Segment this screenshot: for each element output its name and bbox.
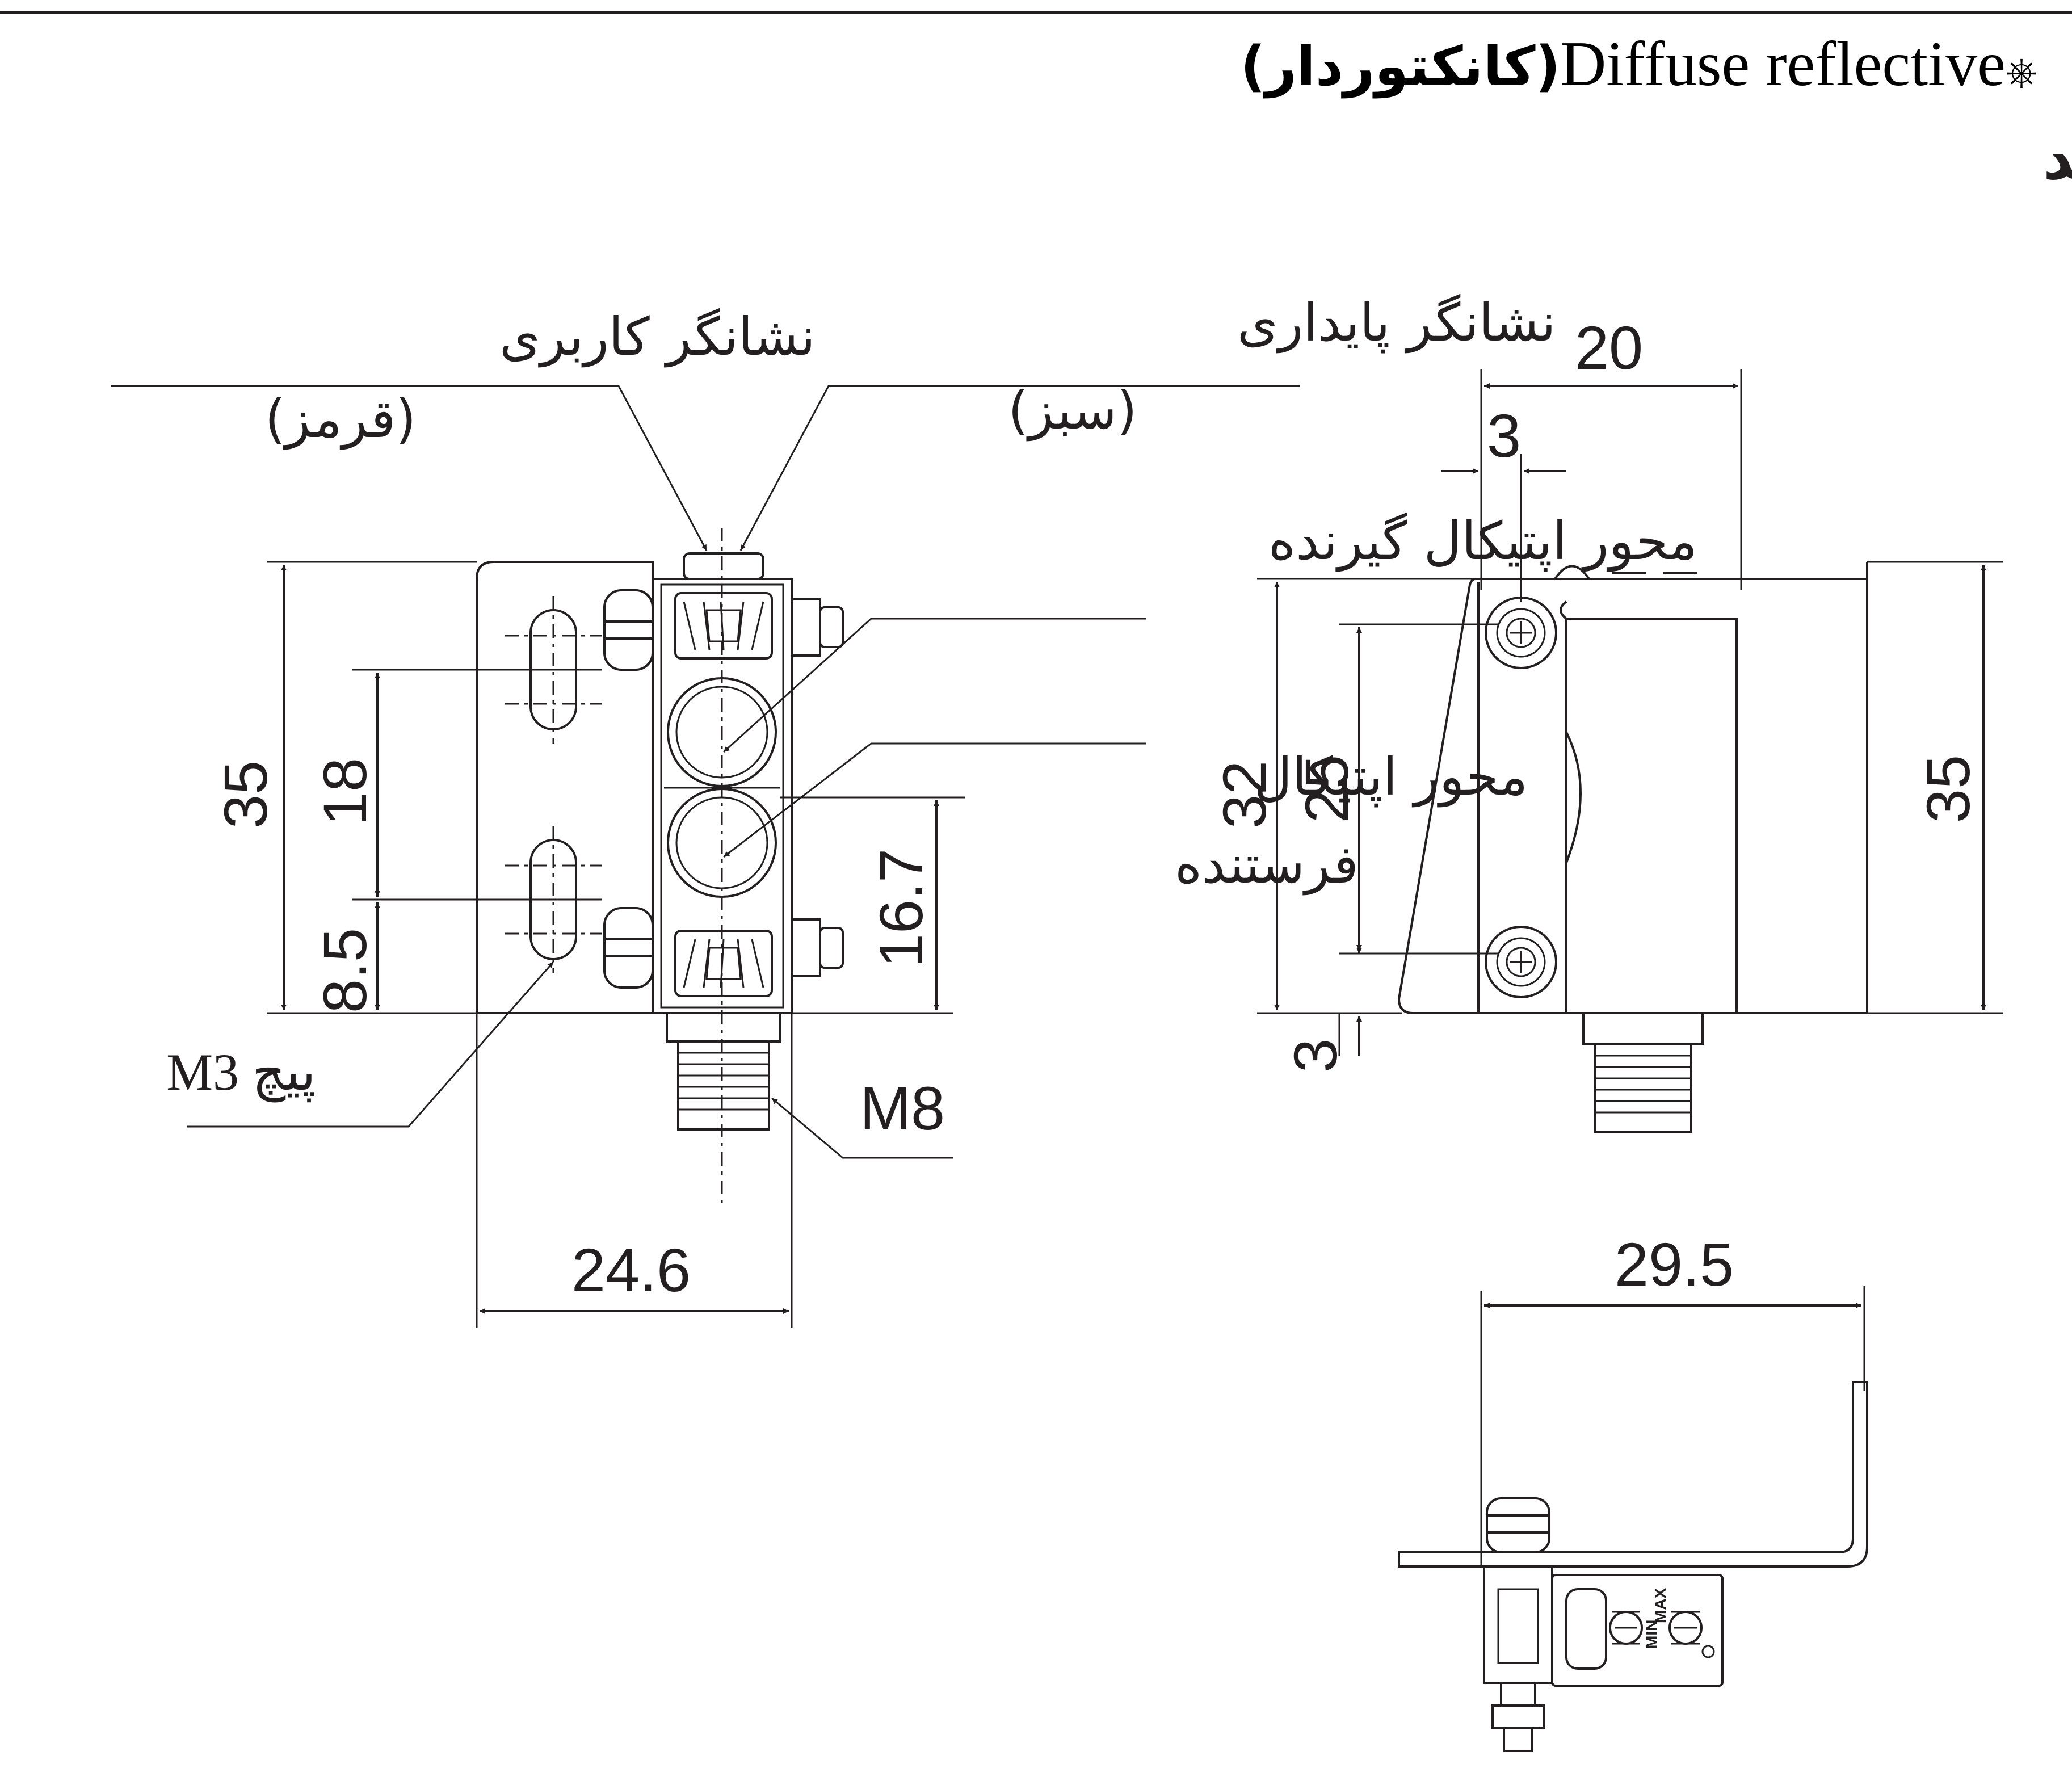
bottom-view: 29.5 MIN MAX <box>1398 1230 1868 1752</box>
side-nut-lower <box>1485 926 1557 998</box>
svg-text:نشانگر کاربری: نشانگر کاربری <box>499 306 816 368</box>
callout-emitter-axis: محور اپتیکال فرستنده <box>723 742 1528 896</box>
dial-label-max: MAX <box>1651 1587 1669 1623</box>
bottom-side-plate <box>1483 1565 1553 1684</box>
dim-side-total-height: 35 <box>1914 755 1982 823</box>
front-view: 35 18 8.5 16.7 24.6 نشانگر کاربری (قرمز)… <box>111 292 1697 1328</box>
callout-operation-indicator: نشانگر کاربری (قرمز) <box>111 306 816 551</box>
lower-rib-window <box>674 930 773 997</box>
indicator-cap <box>683 552 764 580</box>
callout-connector: M8 <box>771 1074 953 1159</box>
m8-connector-front <box>666 1012 781 1131</box>
dim-side-small: 3 <box>1487 401 1521 470</box>
sensitivity-dial-min <box>1609 1611 1643 1645</box>
bracket-plate <box>476 561 654 1014</box>
bottom-screw-head <box>1486 1497 1550 1553</box>
nut-right-lower <box>791 918 844 977</box>
callout-stability-indicator: نشانگر پایداری (سبز) <box>739 292 1556 551</box>
screw-head-upper <box>603 589 654 671</box>
svg-text:(قرمز): (قرمز) <box>265 389 417 450</box>
callout-screw: پیچ M3 <box>166 961 554 1128</box>
page-subtitle: - براکت B را نصب کنید <box>2043 124 2072 193</box>
svg-text:(سبز): (سبز) <box>1008 380 1137 442</box>
bottom-nut <box>1491 1682 1545 1752</box>
dim-side-hole-pitch: 25 <box>1292 755 1361 823</box>
m8-connector-side <box>1582 1012 1704 1133</box>
dim-front-width: 24.6 <box>571 1236 691 1304</box>
nut-right-upper <box>791 598 844 657</box>
sensitivity-dial-max <box>1668 1611 1715 1658</box>
callout-receiver-axis: محور اپتیکال گیرنده <box>722 511 1697 753</box>
dim-hole-pitch: 18 <box>310 758 379 826</box>
svg-text:محور اپتیکال گیرنده: محور اپتیکال گیرنده <box>1268 511 1697 572</box>
svg-text:نشانگر پایداری: نشانگر پایداری <box>1237 292 1556 354</box>
side-view: 20 3 32 25 35 3 <box>1210 313 2003 1133</box>
bottom-sensor-body <box>1551 1574 1724 1687</box>
dim-bottom-width: 29.5 <box>1615 1230 1734 1299</box>
bottom-indicator-window <box>1565 1588 1607 1670</box>
dim-front-height: 35 <box>211 761 280 829</box>
dim-side-bottom: 3 <box>1281 1039 1350 1073</box>
l-bracket <box>1398 1381 1868 1568</box>
dial-label-min: MIN <box>1643 1620 1661 1649</box>
dim-hole-offset: 8.5 <box>310 928 379 1013</box>
svg-text:محور اپتیکال: محور اپتیکال <box>1254 746 1528 808</box>
upper-rib-window <box>674 592 773 660</box>
dim-side-width: 20 <box>1575 313 1643 382</box>
page-title: (کانکتوردار)Diffuse reflective⎈ <box>1241 29 2037 99</box>
svg-text:M8: M8 <box>860 1074 945 1142</box>
dim-emitter-height: 16.7 <box>867 849 935 968</box>
svg-text:فرستنده: فرستنده <box>1175 834 1359 896</box>
screw-head-lower <box>603 907 654 989</box>
side-nut-upper <box>1485 597 1557 669</box>
header: (کانکتوردار)Diffuse reflective⎈ - براکت … <box>1241 29 2072 193</box>
svg-text:پیچ M3: پیچ M3 <box>166 1043 316 1103</box>
dim-side-height: 32 <box>1210 761 1279 829</box>
